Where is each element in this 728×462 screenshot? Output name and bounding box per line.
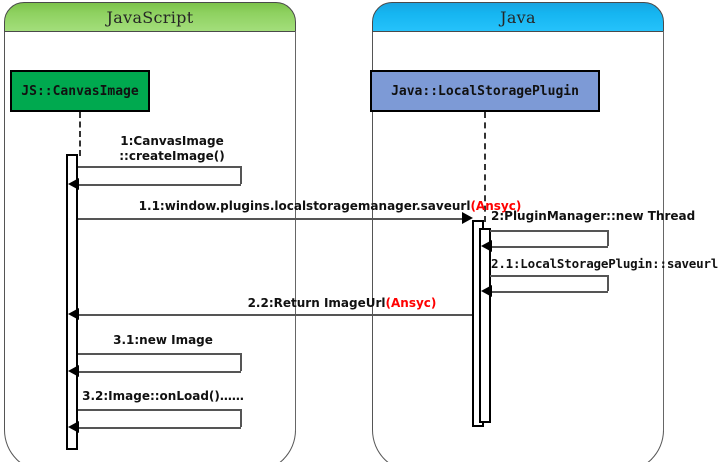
object-label-js-canvasimage: JS::CanvasImage [21, 83, 139, 99]
object-box-java-localstorageplugin[interactable]: Java::LocalStoragePlugin [370, 70, 600, 112]
lifeline-java [484, 112, 486, 222]
message-label-1-1: 1.1:window.plugins.localstoragemanager.s… [139, 199, 522, 214]
message-async-1-1: (Ansyc) [470, 199, 522, 213]
message-line-1-return [78, 184, 241, 186]
panel-edge-guide-java [663, 31, 664, 431]
panel-header-java: Java [372, 2, 664, 32]
message-line-2-return [490, 246, 608, 248]
message-text-1-line2: ::createImage() [119, 149, 225, 163]
message-line-2-2 [78, 314, 472, 316]
activation-bar-javascript [66, 154, 78, 450]
message-label-2-2: 2.2:Return ImageUrl(Ansyc) [248, 296, 437, 311]
message-line-2-1-out [490, 275, 608, 277]
message-arrow-1-1 [462, 212, 473, 224]
panel-title-javascript: JavaScript [106, 8, 194, 27]
message-line-3-2-out [78, 409, 241, 411]
message-line-2-out [490, 230, 608, 232]
message-line-1-turn [240, 166, 242, 184]
message-line-2-1-turn [607, 275, 609, 291]
panel-title-java: Java [500, 8, 536, 27]
message-text-2-1: 2.1:LocalStoragePlugin::saveurl [491, 256, 719, 271]
message-arrow-3-1 [68, 365, 79, 377]
lifeline-javascript [79, 112, 81, 156]
message-arrow-3-2 [68, 421, 79, 433]
message-text-2-2: 2.2:Return ImageUrl [247, 296, 386, 310]
panel-edge-guide-javascript [295, 31, 296, 431]
message-line-3-1-out [78, 353, 241, 355]
message-line-2-turn [607, 230, 609, 246]
message-label-1-line1: 1:CanvasImage [120, 134, 223, 149]
message-line-3-1-turn [240, 353, 242, 371]
object-box-js-canvasimage[interactable]: JS::CanvasImage [10, 70, 150, 112]
message-label-2: 2:PluginManager::new Thread [491, 209, 695, 224]
activation-bar-java-thread [479, 228, 491, 423]
panel-header-javascript: JavaScript [4, 2, 296, 32]
message-async-2-2: (Ansyc) [385, 296, 437, 310]
message-line-3-1-return [78, 371, 241, 373]
message-label-3-1: 3.1:new Image [113, 333, 213, 348]
message-line-1-out [78, 166, 241, 168]
message-text-1-line1: 1:CanvasImage [120, 134, 224, 148]
message-line-1-1 [78, 218, 463, 220]
message-label-2-1: 2.1:LocalStoragePlugin::saveurl [491, 256, 718, 271]
object-label-java-localstorageplugin: Java::LocalStoragePlugin [391, 83, 579, 99]
message-line-3-2-return [78, 427, 241, 429]
message-text-2: 2:PluginManager::new Thread [491, 209, 696, 223]
message-arrow-2-1 [481, 285, 492, 297]
message-label-1-line2: ::createImage() [119, 149, 225, 164]
message-text-3-1: 3.1:new Image [113, 333, 213, 347]
message-label-3-2: 3.2:Image::onLoad()…… [82, 389, 244, 404]
message-arrow-1 [68, 178, 79, 190]
message-arrow-2 [481, 240, 492, 252]
message-text-3-2: 3.2:Image::onLoad()…… [82, 389, 244, 403]
message-arrow-2-2 [68, 308, 79, 320]
message-line-3-2-turn [240, 409, 242, 427]
message-text-1-1: 1.1:window.plugins.localstoragemanager.s… [138, 199, 471, 213]
message-line-2-1-return [490, 291, 608, 293]
